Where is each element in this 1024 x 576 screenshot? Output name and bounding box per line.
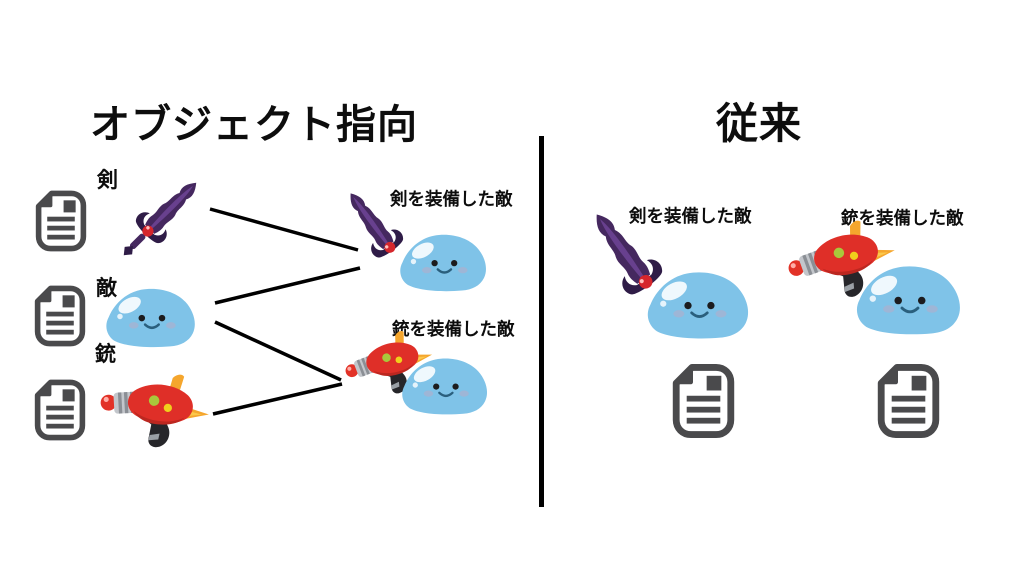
instance-label-sword-enemy: 剣を装備した敵 <box>390 189 513 209</box>
sword-icon <box>106 165 213 272</box>
slime-enemy-icon <box>853 261 966 341</box>
right-panel-title: 従来 <box>716 100 803 147</box>
class-label-gun: 銃 <box>95 343 116 366</box>
document-icon <box>672 363 735 439</box>
instance-label-gun-enemy: 銃を装備した敵 <box>392 319 515 339</box>
line-gun-to-gun-enemy <box>212 382 343 416</box>
line-enemy-to-sword-enemy <box>214 266 361 305</box>
instance-label-sword-enemy: 剣を装備した敵 <box>629 206 752 226</box>
panel-divider <box>539 136 544 507</box>
left-panel-title: オブジェクト指向 <box>90 103 418 147</box>
instance-label-gun-enemy: 銃を装備した敵 <box>841 208 964 228</box>
slime-enemy-icon <box>103 284 200 353</box>
document-icon <box>34 285 86 347</box>
document-icon <box>35 190 87 252</box>
line-sword-to-sword-enemy <box>209 207 359 252</box>
class-label-sword: 剣 <box>97 169 118 192</box>
raygun-icon <box>95 367 215 460</box>
document-icon <box>34 379 86 441</box>
slime-enemy-icon <box>399 354 492 420</box>
class-label-enemy: 敵 <box>96 277 117 300</box>
line-enemy-to-gun-enemy <box>214 320 342 382</box>
document-icon <box>877 363 940 439</box>
